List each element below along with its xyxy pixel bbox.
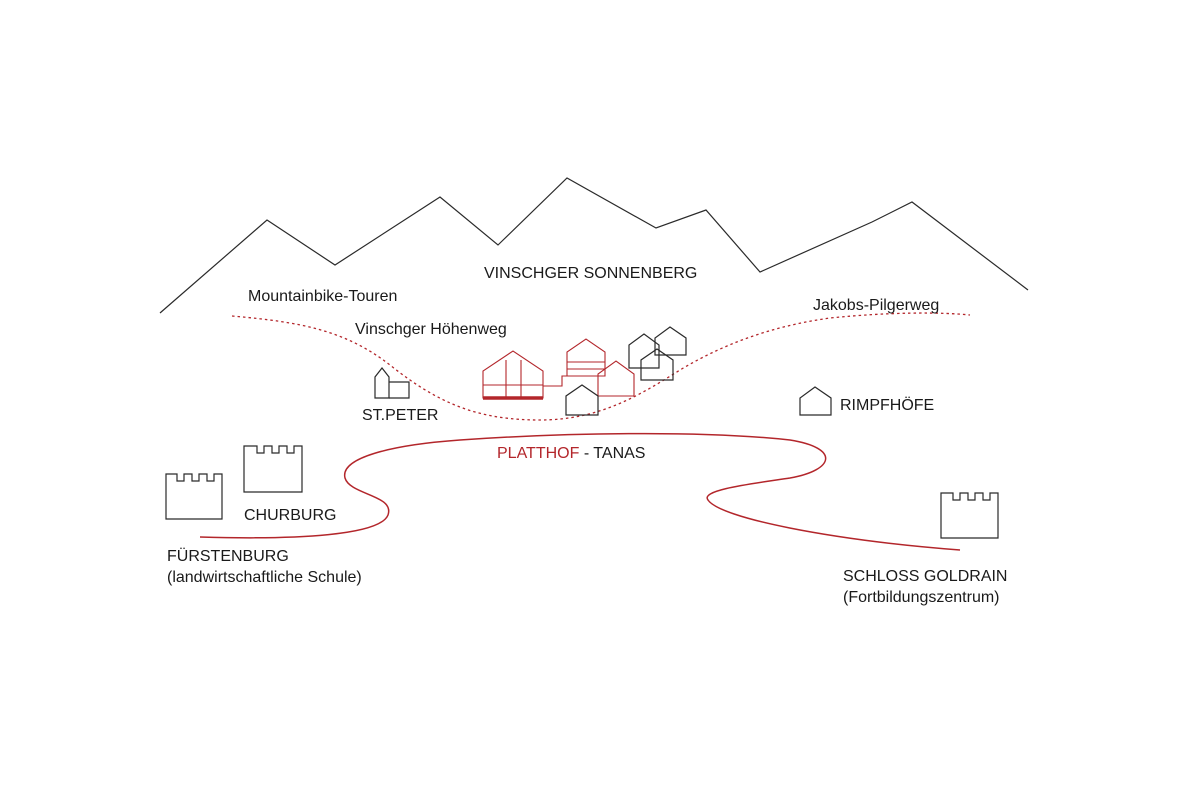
house-icon (799, 386, 832, 416)
castle-icon (243, 445, 303, 493)
platthof-tanas-label: PLATTHOF - TANAS (497, 444, 645, 464)
region-label: VINSCHGER SONNENBERG (484, 265, 698, 282)
route-mountainbike-label: Mountainbike-Touren (248, 288, 398, 305)
fuerstenburg-note: (landwirtschaftliche Schule) (167, 569, 362, 586)
platthof-label: PLATTHOF (497, 445, 580, 462)
goldrain-label: SCHLOSS GOLDRAIN (843, 568, 1008, 585)
st-peter-label: ST.PETER (362, 407, 439, 424)
castle-icon (165, 473, 223, 520)
fuerstenburg-label: FÜRSTENBURG (167, 548, 289, 565)
church-icon (374, 367, 410, 399)
route-hoehenweg-label: Vinschger Höhenweg (355, 321, 507, 338)
dotted-trail (231, 312, 971, 421)
platthof-building-1 (482, 350, 544, 399)
tanas-label: - TANAS (579, 445, 646, 462)
churburg-label: CHURBURG (244, 507, 337, 524)
platthof-building-3 (597, 360, 635, 397)
castle-icon (940, 492, 999, 539)
route-pilgrim-label: Jakobs-Pilgerweg (813, 297, 940, 314)
house-icon (565, 326, 687, 416)
goldrain-note: (Fortbildungszentrum) (843, 589, 1000, 606)
rimpfhoefe-label: RIMPFHÖFE (840, 397, 935, 414)
platthof-buildings (482, 338, 635, 400)
mountain-ridge (159, 177, 1029, 314)
red-road (199, 432, 961, 551)
platthof-building-2 (566, 338, 606, 377)
